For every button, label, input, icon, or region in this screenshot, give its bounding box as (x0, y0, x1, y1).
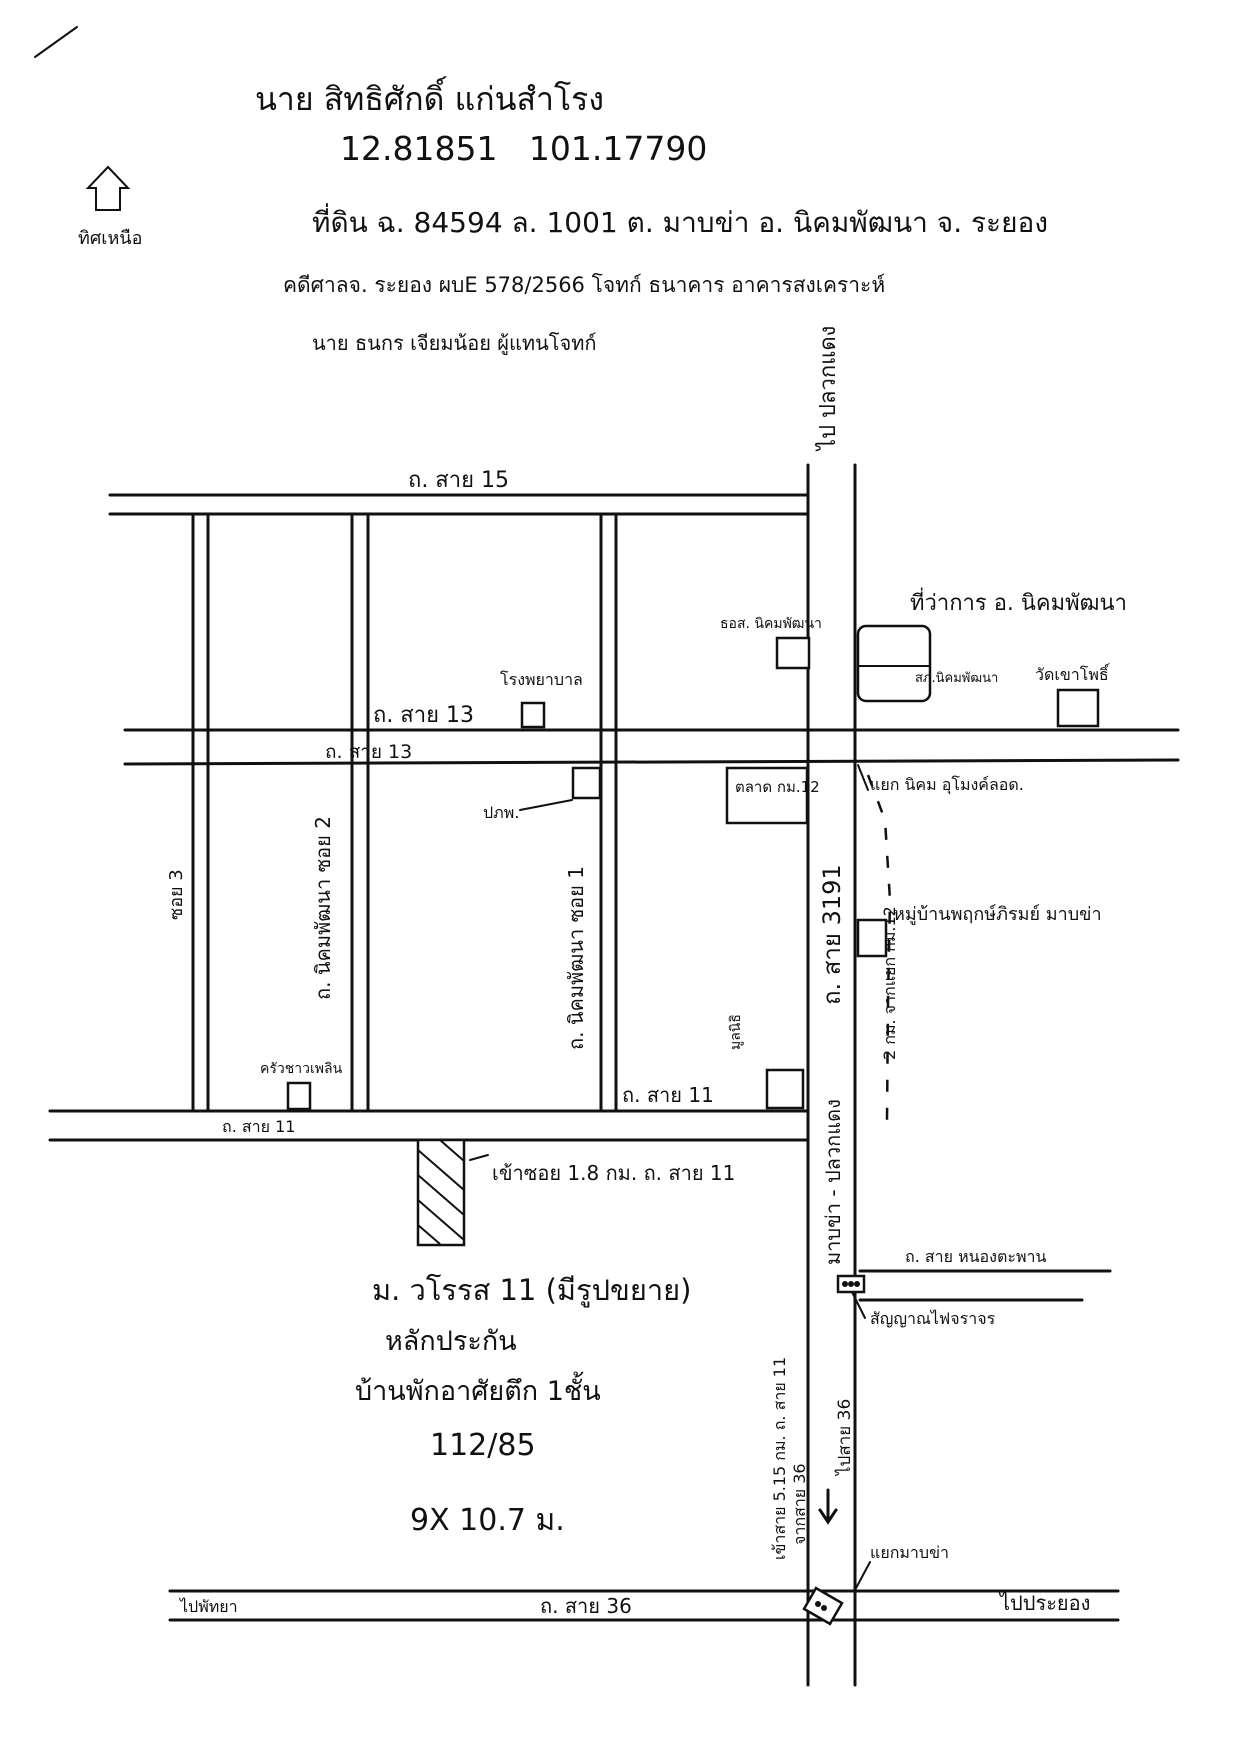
landmark-police: สภ.นิคมพัฒนา (915, 671, 998, 686)
land-title: ที่ดิน ฉ. 84594 ล. 1001 ต. มาบข่า อ. นิค… (312, 203, 1048, 239)
junction-nikom-pointer (857, 764, 869, 791)
direction-to-pluakdaeng: ไป ปลวกแดง (815, 326, 841, 452)
road-label-3191: ถ. สาย 3191 (818, 864, 846, 1005)
landmark-foundation: มูลนิธิ (728, 1014, 744, 1050)
distance-from-sai36: จากสาย 36 (790, 1463, 809, 1545)
traffic-light-junction-icon (802, 1586, 844, 1626)
landmark-pea: ปภพ. (483, 803, 519, 822)
landmark-hospital: โรงพยาบาล (500, 670, 583, 689)
junction-mapkha-pointer (854, 1561, 871, 1591)
road-label-sai11-b: ถ. สาย 11 (622, 1083, 714, 1107)
court-case: คดีศาลจ. ระยอง ผบE 578/2566 โจทก์ ธนาคาร… (283, 273, 885, 297)
traffic-light-pointer (851, 1291, 866, 1319)
owner-name: นาย สิทธิศักดิ์ แก่นสำโรง (255, 76, 604, 118)
road-label-mapkha-pluakdaeng: มาบข่า - ปลวกแดง (821, 1099, 845, 1265)
road-label-sai11-a: ถ. สาย 11 (222, 1117, 295, 1136)
distance-into-sai11: เข้าสาย 5.15 กม. ถ. สาย 11 (770, 1357, 789, 1560)
property-collateral: หลักประกัน (385, 1326, 517, 1357)
dashed-route (866, 774, 892, 1121)
property-size: 9X 10.7 ม. (410, 1503, 565, 1538)
soi-entry-pointer (469, 1154, 489, 1161)
landmark-district-office: ที่ว่าการ อ. นิคมพัฒนา (910, 587, 1127, 616)
collateral-plot-hatching (417, 1139, 465, 1245)
district-office-building (856, 624, 932, 703)
landmark-bank: ธอส. นิคมพัฒนา (720, 616, 822, 632)
landmark-junction-nikom: แยก นิคม อุโมงค์ลอด. (870, 775, 1024, 795)
road-label-soi3: ซอย 3 (166, 869, 187, 920)
pea-building (571, 766, 602, 800)
hospital-building (520, 701, 546, 729)
coordinates: 12.81851 101.17790 (340, 129, 707, 168)
direction-to-pattaya: ไปพัทยา (178, 1597, 238, 1616)
road-label-nikom-soi1: ถ. นิคมพัฒนา ซอย 1 (564, 866, 588, 1050)
south-arrow-icon (818, 1488, 838, 1525)
foundation-building (765, 1068, 805, 1110)
road-label-sai36: ถ. สาย 36 (540, 1594, 632, 1618)
property-building: บ้านพักอาศัยตึก 1ชั้น (355, 1371, 601, 1407)
road-label-sai13-a: ถ. สาย 13 (373, 703, 474, 728)
village-building (856, 918, 888, 958)
landmark-restaurant: ครัวชาวเพลิน (260, 1061, 343, 1077)
property-village: ม. วโรรส 11 (มีรูปขยาย) (372, 1273, 691, 1308)
road-label-sai15: ถ. สาย 15 (408, 468, 509, 493)
road-sai13-bottom-edge (123, 758, 1180, 766)
north-label: ทิศเหนือ (78, 228, 142, 249)
bank-building (775, 636, 811, 670)
collateral-plot (416, 1138, 466, 1247)
road-label-nong-taphan: ถ. สาย หนองตะพาน (905, 1247, 1046, 1266)
market-building (725, 766, 809, 825)
direction-to-rayong: ไปประยอง (998, 1591, 1090, 1615)
restaurant-building (286, 1081, 312, 1111)
landmark-traffic-light: สัญญาณไฟจราจร (870, 1309, 996, 1328)
pen-stroke (34, 26, 78, 58)
pea-pointer (519, 799, 573, 811)
landmark-temple: วัดเขาโพธิ์ (1035, 663, 1111, 684)
temple-building (1056, 688, 1100, 728)
direction-to-sai36: ไปสาย 36 (834, 1399, 855, 1477)
road-label-nikom-soi2: ถ. นิคมพัฒนา ซอย 2 (311, 816, 335, 1000)
landmark-junction-mapkha: แยกมาบข่า (870, 1543, 949, 1562)
property-house-no: 112/85 (430, 1428, 536, 1463)
traffic-light-icon (836, 1274, 866, 1294)
landmark-village: หมู่บ้านพฤกษ์ภิรมย์ มาบข่า (893, 904, 1102, 925)
distance-into-soi: เข้าซอย 1.8 กม. ถ. สาย 11 (492, 1161, 735, 1185)
north-arrow-icon (85, 165, 131, 211)
attorney-line: นาย ธนกร เจียมน้อย ผู้แทนโจทก์ (312, 331, 597, 356)
landmark-market: ตลาด กม.12 (735, 778, 820, 796)
